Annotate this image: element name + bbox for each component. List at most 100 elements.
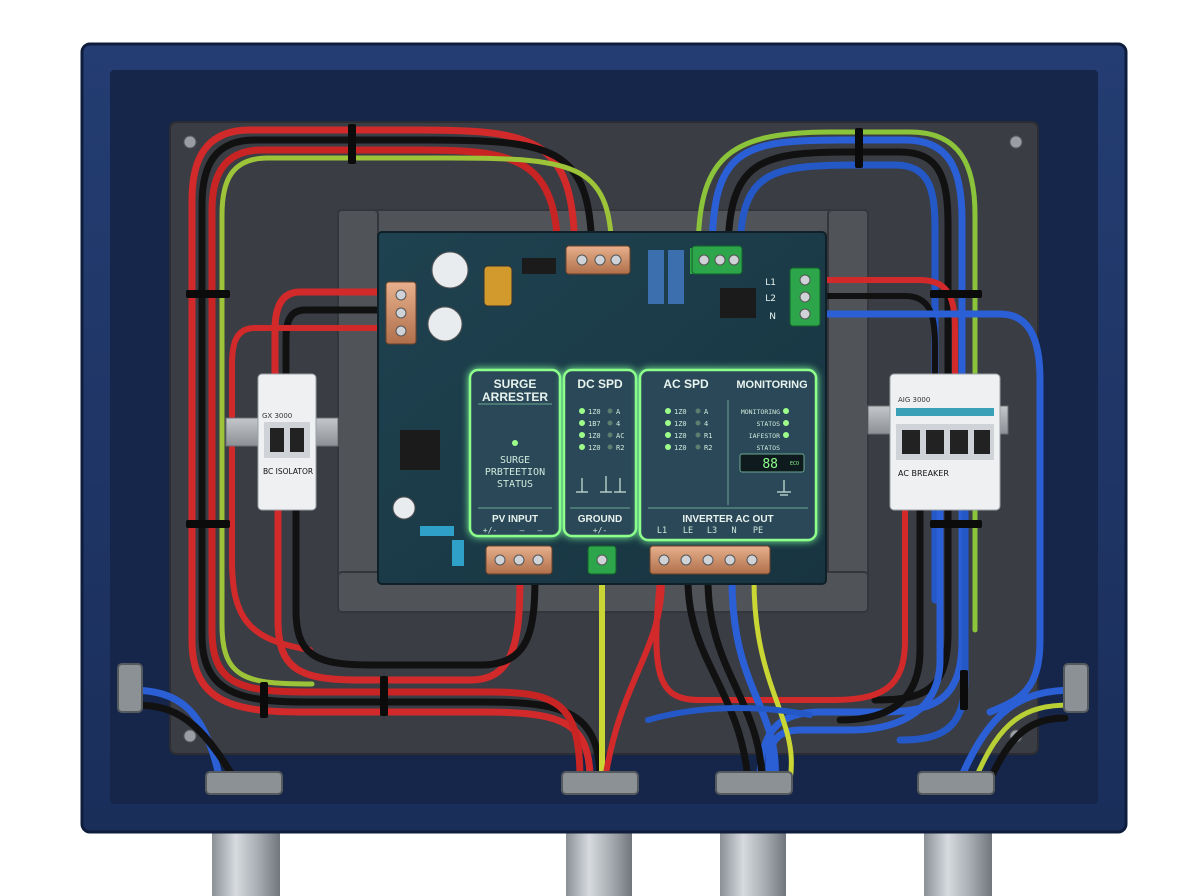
gland (917, 771, 995, 795)
status-led (695, 444, 701, 450)
component (452, 540, 464, 566)
ac-pin-label: N (731, 526, 736, 536)
ac-spd-row-label: 1Z0 (674, 444, 687, 452)
status-led (512, 440, 518, 446)
ac-spd-row-label: 1Z0 (674, 408, 687, 416)
status-led (695, 432, 701, 438)
breaker-toggle[interactable] (290, 428, 304, 452)
conduit-pipe (212, 825, 280, 896)
dc-spd-row-value: R2 (616, 444, 624, 452)
conduit-pipes (212, 825, 992, 896)
conduit-pipe (566, 825, 632, 896)
dc-spd-row-label: 1Z0 (588, 444, 601, 452)
status-led (783, 432, 789, 438)
wire-black (836, 501, 924, 724)
dc-spd-row-label: 1B7 (588, 420, 601, 428)
wire-black (704, 576, 766, 784)
dc-spd-title: DC SPD (577, 377, 623, 391)
dc-spd-row-value: 4 (616, 420, 620, 428)
surge-status-1: SURGE (500, 455, 530, 466)
wire-ground (695, 129, 978, 633)
ac-pin-label: PE (753, 526, 763, 536)
wire-ground (219, 155, 615, 687)
breaker-toggle[interactable] (926, 430, 944, 454)
surge-footer: PV INPUT (492, 514, 538, 525)
status-led (665, 420, 671, 426)
wire-red (602, 577, 665, 783)
gland (715, 771, 793, 795)
wire-red (188, 126, 594, 784)
conduit-pipe (720, 825, 786, 896)
capacitor-icon (392, 496, 416, 520)
surge-status-2: PRBTEETION (485, 467, 545, 478)
ac-pin-label: L3 (707, 526, 717, 536)
terminal-label: L1 (765, 278, 776, 288)
capacitor-icon (431, 251, 469, 289)
dc-spd-row-value: A (616, 408, 621, 416)
dc-spd-rows: 1Z0 A 1B7 4 1Z0 AC 1Z0 R2 (579, 408, 624, 452)
breaker-toggle[interactable] (270, 428, 284, 452)
surge-pin: +/- (483, 526, 497, 535)
screw-icon (183, 729, 197, 743)
wire-black (986, 714, 1069, 784)
status-led (579, 408, 585, 414)
gland (205, 771, 283, 795)
component (420, 526, 454, 536)
component (668, 250, 684, 304)
breaker-label: BC ISOLATOR (263, 467, 313, 476)
dc-spd-row-value: AC (616, 432, 624, 440)
dc-spd-module (562, 368, 638, 538)
monitoring-row: MONITORING (741, 408, 780, 416)
chip-icon (720, 288, 756, 318)
wire-blue (728, 576, 779, 784)
breaker-label: AC BREAKER (898, 469, 949, 478)
dc-spd-row-label: 1Z0 (588, 408, 601, 416)
surge-arrester-module (468, 368, 562, 538)
ac-spd-row-value: R2 (704, 444, 712, 452)
monitoring-row: STATOS (757, 420, 781, 428)
pcb-components (392, 248, 756, 566)
dc-spd-footer: GROUND (578, 514, 622, 525)
component (648, 250, 664, 304)
breaker-toggle[interactable] (974, 430, 990, 454)
ac-pin-label: L1 (657, 526, 667, 536)
gland (1063, 663, 1089, 713)
status-led (579, 420, 585, 426)
wire-blue (645, 705, 813, 723)
status-led (579, 444, 585, 450)
chip-icon (400, 430, 440, 470)
breaker-toggle[interactable] (902, 430, 920, 454)
conduit-pipe (924, 825, 992, 896)
gland (561, 771, 639, 795)
monitoring-row: IAFESTOR (749, 432, 780, 440)
dc-spd-row-label: 1Z0 (588, 432, 601, 440)
status-led (695, 408, 701, 414)
wiring (126, 126, 1079, 784)
monitoring-rows: MONITORING STATOS IAFESTOR STATOS (741, 408, 789, 452)
wire-red (653, 502, 908, 703)
screw-icon (1009, 135, 1023, 149)
surge-pin: – (538, 526, 543, 535)
display-value: 88 (762, 457, 778, 472)
wire-red (229, 325, 393, 653)
breaker-toggle[interactable] (950, 430, 968, 454)
cable-ties (186, 124, 982, 718)
wire-black (282, 306, 394, 384)
wire-blue (956, 686, 1079, 784)
cable-glands (117, 663, 1089, 795)
ac-spd-title: AC SPD (663, 377, 709, 391)
capacitor-icon (427, 306, 463, 342)
status-led (783, 420, 789, 426)
dc-spd-pin: +/- (593, 526, 607, 535)
ac-spd-rows: 1Z0 A 1Z0 4 1Z0 R1 1Z0 R2 (665, 408, 712, 452)
terminal-screws (395, 254, 811, 566)
dc-isolator-breaker[interactable]: GX 3000 BC ISOLATOR (257, 373, 317, 511)
gland (117, 663, 143, 713)
status-led (607, 420, 613, 426)
surge-status-3: STATUS (497, 479, 533, 490)
status-led (783, 408, 789, 414)
ac-breaker[interactable]: AIG 3000 AC BREAKER (889, 373, 1001, 511)
ac-spd-row-value: 4 (704, 420, 708, 428)
chip-icon (522, 258, 556, 274)
wire-black (817, 293, 938, 383)
